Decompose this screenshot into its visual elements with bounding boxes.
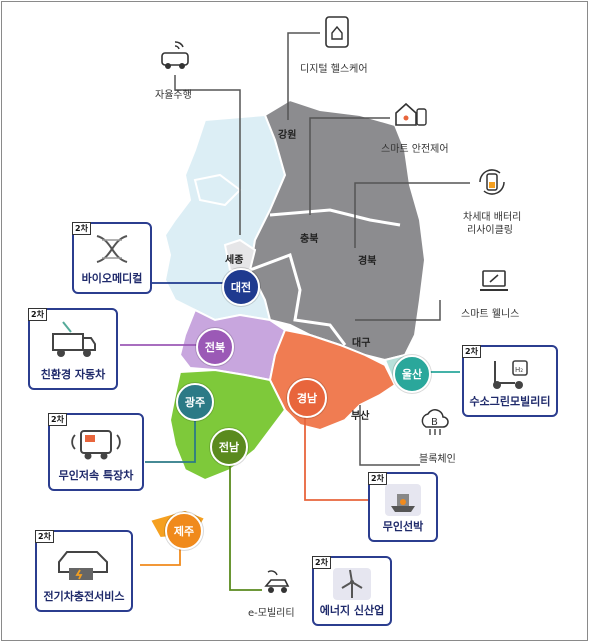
card-title: 바이오메디컬: [81, 272, 143, 285]
circle-jeonnam: 전남: [210, 428, 248, 466]
dna-icon: [96, 235, 128, 263]
card-ev-charging: 2차 전기차충전서비스: [35, 530, 133, 612]
card-title: 수소그린모빌리티: [469, 395, 551, 408]
scooter-icon: [262, 568, 294, 602]
circle-daejeon: 대전: [222, 268, 260, 306]
card-eco-car: 2차 친환경 자동차: [28, 308, 118, 390]
region-label-chungbuk: 충북: [300, 234, 319, 245]
circle-jeonbuk: 전북: [196, 328, 234, 366]
wind-turbine-icon: [333, 568, 371, 600]
card-unmanned-ship: 2차 무인선박: [368, 472, 438, 542]
battery-cycle-icon: [475, 165, 509, 203]
circle-gyeongnam: 경남: [287, 378, 327, 418]
card-unmanned-vehicle: 2차 무인저속 특장차: [48, 413, 144, 491]
charging-car-icon: [58, 551, 108, 580]
card-energy: 2차 에너지 신산업: [312, 556, 392, 626]
label-battery-2: 리사이클링: [467, 225, 513, 236]
tablet-health-icon: [320, 15, 354, 53]
region-label-busan: 부산: [351, 411, 370, 422]
card-title: 무인선박: [382, 520, 424, 533]
tag: 2차: [28, 308, 47, 321]
card-title: 친환경 자동차: [40, 368, 106, 381]
label-blockchain: 블록체인: [419, 454, 456, 465]
label-smart-safety: 스마트 안전제어: [381, 144, 449, 155]
tag: 2차: [462, 345, 481, 358]
label-digital-health: 디지털 헬스케어: [300, 64, 368, 75]
circle-jeju: 제주: [165, 512, 203, 550]
label-battery-1: 차세대 배터리: [463, 212, 522, 223]
svg-text:H₂: H₂: [515, 366, 523, 374]
truck-icon: [52, 321, 96, 357]
region-east-gray: [248, 98, 427, 362]
circle-ulsan: 울산: [393, 355, 431, 393]
card-title: 에너지 신산업: [319, 604, 385, 617]
tag: 2차: [368, 472, 387, 485]
card-bio: 2차 바이오메디컬: [72, 222, 152, 294]
region-label-gangwon: 강원: [278, 130, 297, 141]
house-phone-icon: [393, 95, 429, 135]
blockchain-cloud-icon: B: [418, 405, 452, 443]
tag: 2차: [48, 413, 67, 426]
boat-icon: [385, 484, 421, 516]
laptop-icon: [478, 268, 510, 300]
label-autonomous: 자율주행: [155, 90, 192, 101]
circle-gwangju: 광주: [176, 383, 214, 421]
tag: 2차: [312, 556, 331, 569]
region-label-daegu: 대구: [352, 338, 371, 349]
car-wifi-icon: [158, 38, 192, 76]
card-hydrogen: 2차 H₂ 수소그린모빌리티: [462, 345, 558, 417]
label-e-mobility: e-모빌리티: [248, 608, 295, 619]
card-title: 전기차충전서비스: [43, 590, 125, 603]
card-title: 무인저속 특장차: [58, 469, 134, 482]
tag: 2차: [72, 222, 91, 235]
tag: 2차: [35, 530, 54, 543]
region-label-sejong: 세종: [225, 255, 244, 266]
delivery-van-icon: [71, 430, 121, 460]
region-label-gyeongbuk: 경북: [358, 256, 377, 267]
label-wellness: 스마트 웰니스: [461, 309, 520, 320]
hydrogen-scooter-icon: H₂: [493, 360, 528, 389]
svg-text:B: B: [431, 417, 438, 428]
